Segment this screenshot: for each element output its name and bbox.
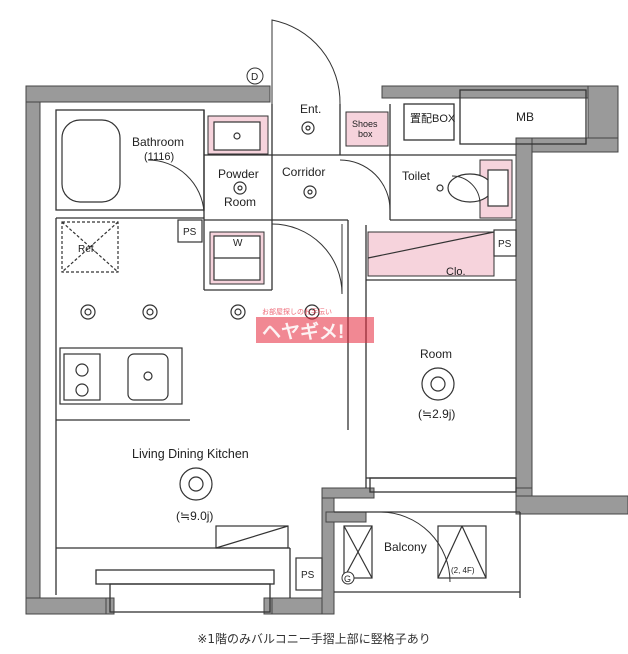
basin xyxy=(213,121,261,151)
fixtures xyxy=(59,119,517,591)
delivery-box-label: 置配BOX xyxy=(410,112,456,125)
doors xyxy=(147,19,481,583)
mb-label: MB xyxy=(516,110,534,124)
interior-walls xyxy=(55,89,587,613)
room-label: Room xyxy=(420,347,452,361)
door-marker-label: D xyxy=(251,72,258,83)
toilet-bowl xyxy=(447,173,493,203)
balcony-note-label: (2, 4F) xyxy=(451,566,475,575)
washer-label: W xyxy=(233,238,243,249)
walls xyxy=(25,85,628,615)
gas-marker-label: G xyxy=(344,574,351,584)
bathtub xyxy=(61,119,121,203)
bathroom-label-2: (1116) xyxy=(144,151,174,163)
ldk-area-label: (≒9.0j) xyxy=(176,509,213,523)
toilet-label: Toilet xyxy=(402,169,431,183)
ps-label-1: PS xyxy=(183,227,197,238)
watermark-small: お部屋探しのお手伝い xyxy=(262,307,332,316)
room-labels: Ent. Shoes box 置配BOX MB Bathroom (1116) … xyxy=(78,102,534,581)
shoes-box-label-1: Shoes xyxy=(352,119,378,129)
watermark-logo: お部屋探しのお手伝い ヘヤギメ! xyxy=(256,307,374,343)
closet-label: Clo. xyxy=(446,266,466,278)
ldk-label: Living Dining Kitchen xyxy=(132,447,249,461)
powder-room-label-1: Powder xyxy=(218,167,259,181)
ps-label-3: PS xyxy=(301,570,315,581)
ref-label: Ref. xyxy=(78,244,96,255)
watermark-brand: ヘヤギメ! xyxy=(262,321,344,343)
markers: D G xyxy=(246,67,355,585)
corridor-label: Corridor xyxy=(282,165,325,179)
kitchen-counter xyxy=(59,347,183,405)
ps-label-2: PS xyxy=(498,239,512,250)
balcony-label: Balcony xyxy=(384,540,427,554)
bathroom-label-1: Bathroom xyxy=(132,135,184,149)
shoes-box-label-2: box xyxy=(358,129,373,139)
ent-label: Ent. xyxy=(300,102,321,116)
refrigerator xyxy=(61,221,119,273)
powder-room-label-2: Room xyxy=(224,195,256,209)
footnote: ※1階のみバルコニー手摺上部に竪格子あり xyxy=(197,632,431,646)
room-area-label: (≒2.9j) xyxy=(418,407,455,421)
